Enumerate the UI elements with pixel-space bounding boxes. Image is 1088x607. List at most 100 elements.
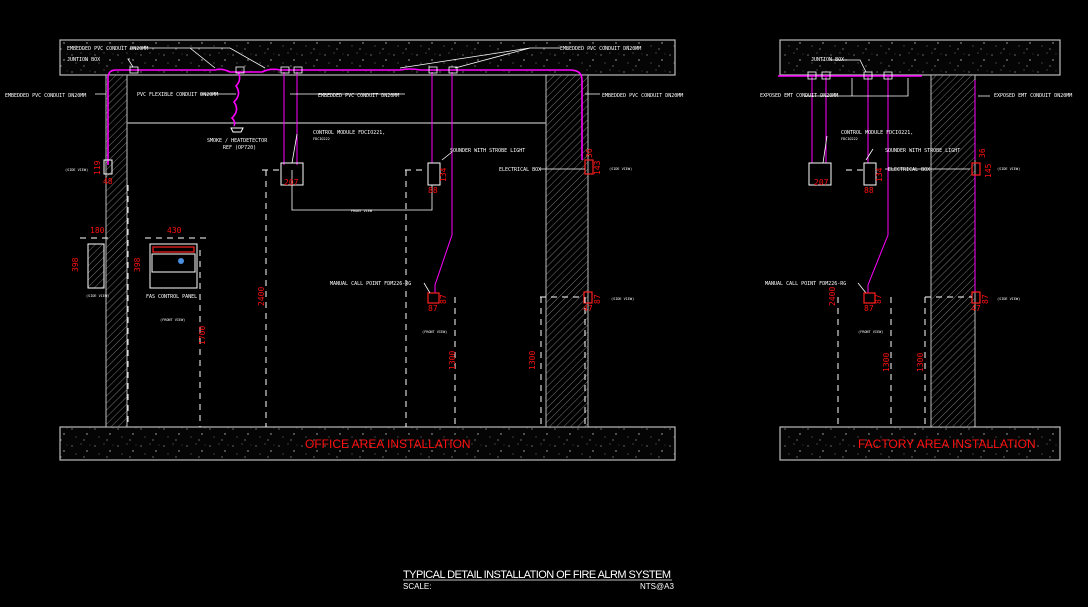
label-pvc-flexible-conduit: PVC FLEXIBLE CONDUIT DN20MM xyxy=(137,92,218,98)
factory-column xyxy=(930,74,976,428)
scale-label: SCALE: xyxy=(403,582,431,591)
factory-label-electrical-box: ELECTRICAL BOX xyxy=(888,167,930,173)
office-area-title: OFFICE AREA INSTALLATION xyxy=(305,437,471,451)
svg-text:87: 87 xyxy=(981,294,990,304)
label-smoke-detector: SMOKE / HEATDETECTOR xyxy=(207,138,268,144)
factory-label-exposed-conduit-right: EXPOSED EMT CONDUIT DN20MM xyxy=(994,93,1072,99)
label-embedded-conduit-top-right: EMBEDDED PVC CONDUIT DN20MM xyxy=(560,46,641,52)
label-side-view-panel: (SIDE VIEW) xyxy=(86,294,109,298)
factory-control-module-icon xyxy=(808,162,832,186)
factory-label-control-module: CONTROL MODULE FDCIO221, xyxy=(841,130,913,136)
scale-value: NTS@A3 xyxy=(640,582,674,591)
label-side-view-left: (SIDE VIEW) xyxy=(65,168,88,172)
svg-text:398: 398 xyxy=(71,257,80,272)
svg-text:88: 88 xyxy=(428,186,438,195)
label-fas-control-panel: FAS CONTROL PANEL xyxy=(146,294,197,300)
label-front-view: FRONT VIEW xyxy=(351,209,373,213)
label-embedded-conduit-right: EMBEDDED PVC CONDUIT DN20MM xyxy=(602,93,683,99)
svg-text:36: 36 xyxy=(585,148,594,158)
fas-panel-side-icon xyxy=(87,243,105,289)
svg-text:180: 180 xyxy=(90,226,105,235)
label-embedded-conduit-mid: EMBEDDED PVC CONDUIT DN20MM xyxy=(318,93,399,99)
svg-text:430: 430 xyxy=(167,226,182,235)
svg-text:145: 145 xyxy=(984,163,993,178)
drawing-title: TYPICAL DETAIL INSTALLATION OF FIRE ALRM… xyxy=(403,569,671,581)
factory-label-front-view: (FRONT VIEW) xyxy=(858,330,883,334)
office-section: EMBEDDED PVC CONDUIT DN20MM JUNTION BOX … xyxy=(5,39,683,461)
svg-text:87: 87 xyxy=(593,294,602,304)
height-dimension-lines xyxy=(127,170,586,427)
svg-text:119: 119 xyxy=(93,160,102,175)
label-smoke-detector-ref: REF (OP720) xyxy=(223,145,256,151)
factory-label-junction-box: JUNTION BOX xyxy=(811,57,844,63)
label-side-view: (SIDE VIEW) xyxy=(609,167,632,171)
label-side-view-mcp: (SIDE VIEW) xyxy=(611,297,634,301)
floor-slab xyxy=(59,426,676,461)
svg-text:398: 398 xyxy=(133,257,142,272)
factory-label-sounder: SOUNDER WITH STROBE LIGHT xyxy=(885,148,960,154)
factory-section: JUNTION BOX EXPOSED EMT CONDUIT DN20MM E… xyxy=(760,39,1072,461)
factory-label-manual-call-point: MANUAL CALL POINT FDM226-RG xyxy=(765,281,846,287)
svg-text:48: 48 xyxy=(103,177,113,186)
width-dimension-lines xyxy=(80,169,584,298)
svg-text:87: 87 xyxy=(864,304,874,313)
factory-label-side-view: (SIDE VIEW) xyxy=(997,167,1020,171)
svg-text:2400: 2400 xyxy=(828,287,837,306)
leaders xyxy=(95,47,600,294)
label-front-view-mcp: (FRONT VIEW) xyxy=(422,330,447,334)
svg-text:1300: 1300 xyxy=(448,351,457,370)
left-wall xyxy=(105,74,128,428)
label-manual-call-point: MANUAL CALL POINT FDM226-RG xyxy=(330,281,411,287)
label-electrical-box: ELECTRICAL BOX xyxy=(499,167,541,173)
svg-text:207: 207 xyxy=(814,178,829,187)
svg-text:87: 87 xyxy=(428,304,438,313)
svg-text:134: 134 xyxy=(439,167,448,182)
label-control-module-sub: FDCIO222 xyxy=(313,137,330,141)
svg-text:134: 134 xyxy=(875,167,884,182)
svg-text:143: 143 xyxy=(593,160,602,175)
svg-text:1300: 1300 xyxy=(916,353,925,372)
embedded-conduit xyxy=(107,68,583,165)
factory-floor-slab xyxy=(779,426,1061,461)
label-control-module: CONTROL MODULE FDCIO221, xyxy=(313,130,385,136)
drop-conduits xyxy=(283,72,453,293)
factory-electrical-box-icon xyxy=(971,162,981,176)
svg-text:2400: 2400 xyxy=(257,287,266,306)
svg-text:88: 88 xyxy=(864,186,874,195)
svg-text:87: 87 xyxy=(439,294,448,304)
factory-label-control-module-sub: FDCIO222 xyxy=(841,137,858,141)
side-box-icon xyxy=(103,159,113,175)
manual-call-point-side-icon xyxy=(583,291,593,304)
factory-label-exposed-conduit-left: EXPOSED EMT CONDUIT DN20MM xyxy=(760,93,838,99)
junction-boxes xyxy=(129,66,458,74)
sounder-icon xyxy=(427,162,441,186)
svg-text:87: 87 xyxy=(874,294,883,304)
factory-ceiling-slab xyxy=(779,39,1061,76)
factory-drop-conduits xyxy=(811,76,976,293)
label-junction-box: JUNTION BOX xyxy=(67,57,100,63)
label-embedded-conduit-left: EMBEDDED PVC CONDUIT DN20MM xyxy=(5,93,86,99)
factory-label-side-view-mcp: (SIDE VIEW) xyxy=(997,297,1020,301)
svg-text:47: 47 xyxy=(583,304,593,313)
factory-dimensions: 207 134 88 145 36 2400 1300 1300 87 87 8… xyxy=(814,148,993,372)
svg-text:1700: 1700 xyxy=(198,326,207,345)
factory-area-title: FACTORY AREA INSTALLATION xyxy=(858,437,1036,451)
manual-call-point-icon xyxy=(427,292,440,304)
label-embedded-conduit: EMBEDDED PVC CONDUIT DN20MM xyxy=(67,46,148,52)
svg-text:1300: 1300 xyxy=(882,353,891,372)
smoke-detector-icon xyxy=(230,127,244,133)
electrical-box-icon xyxy=(584,159,594,175)
label-front-view-panel: (FRONT VIEW) xyxy=(160,318,185,322)
factory-mcp-icon xyxy=(863,292,876,304)
office-dimensions: 119 48 207 134 88 143 36 180 398 430 398… xyxy=(71,148,602,370)
flexible-conduit xyxy=(230,71,241,127)
svg-text:47: 47 xyxy=(971,304,981,313)
right-column xyxy=(545,74,589,428)
factory-sounder-icon xyxy=(863,162,877,186)
factory-junction-boxes xyxy=(807,71,893,80)
fas-control-panel-icon xyxy=(149,243,198,289)
label-sounder: SOUNDER WITH STROBE LIGHT xyxy=(450,148,525,154)
ceiling-slab xyxy=(59,39,676,76)
svg-text:1300: 1300 xyxy=(528,351,537,370)
